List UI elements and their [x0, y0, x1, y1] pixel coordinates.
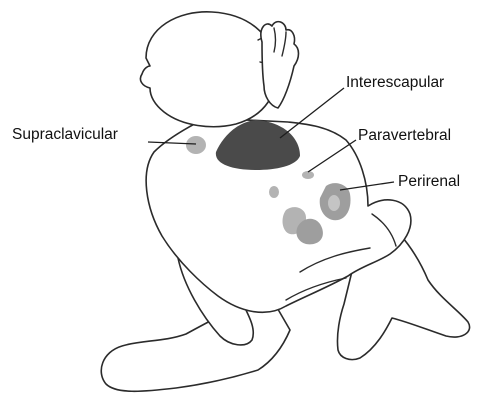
supraclavicular-fat-depot	[186, 136, 206, 154]
paravertebral-fat-depot-small	[269, 186, 279, 198]
perirenal-fat-depot-small	[328, 195, 340, 211]
paravertebral-label: Paravertebral	[358, 127, 451, 144]
perirenal-label: Perirenal	[398, 173, 460, 190]
interscapular-label: Interescapular	[346, 74, 444, 91]
left-hand-outline	[261, 22, 299, 108]
supraclavicular-label: Supraclavicular	[12, 126, 118, 143]
head-outline	[140, 12, 276, 127]
paravertebral-fat-depot	[302, 171, 314, 179]
